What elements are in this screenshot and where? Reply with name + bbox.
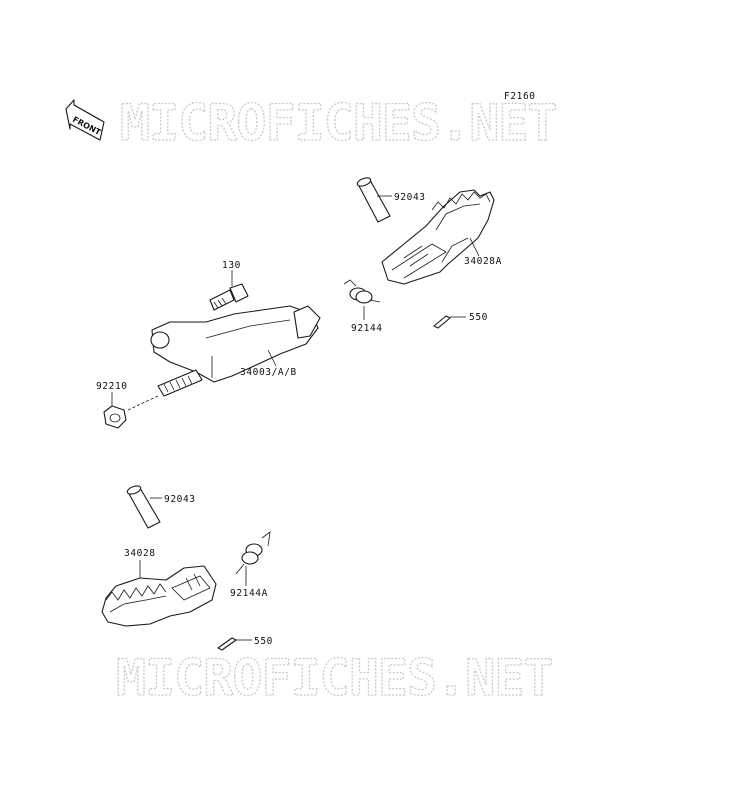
callout-footpeg-right: 34028A: [464, 256, 502, 267]
front-arrow-icon: FRONT: [65, 99, 105, 141]
pin-lower: 92043: [126, 485, 196, 529]
cotter-pin-lower: 550: [217, 636, 273, 651]
nut: 92210: [96, 381, 159, 429]
footpeg-right: 34028A: [381, 189, 502, 285]
callout-cotter-lower: 550: [254, 636, 273, 647]
spring-lower: 92144A: [230, 531, 271, 599]
callout-spring-upper: 92144: [351, 323, 383, 334]
callout-spring-lower: 92144A: [230, 588, 268, 599]
callout-footpeg-left: 34028: [124, 548, 156, 559]
footpeg-left: 34028: [101, 548, 217, 627]
bolt-130: 130: [209, 260, 249, 311]
callout-cotter-upper: 550: [469, 312, 488, 323]
cotter-pin-upper: 550: [433, 312, 488, 329]
bracket: 34003/A/B: [150, 305, 321, 397]
spring-upper: 92144: [343, 279, 383, 334]
watermark-top: MICROFICHES.NET: [120, 94, 557, 152]
diagram-code: F2160: [504, 91, 536, 102]
watermark-bottom: MICROFICHES.NET: [116, 649, 553, 707]
callout-bracket: 34003/A/B: [240, 367, 297, 378]
callout-bolt: 130: [222, 260, 241, 271]
callout-nut: 92210: [96, 381, 128, 392]
pin-upper: 92043: [356, 177, 426, 223]
callout-pin-upper: 92043: [394, 192, 426, 203]
callout-pin-lower: 92043: [164, 494, 196, 505]
